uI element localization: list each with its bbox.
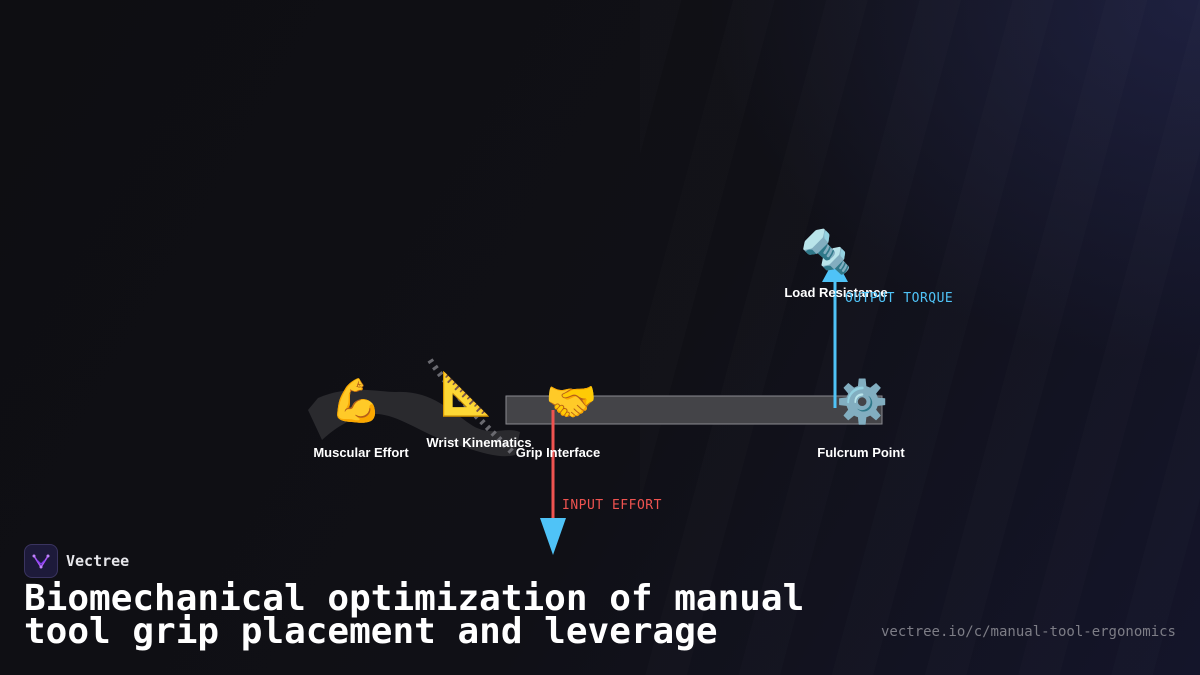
source-url[interactable]: vectree.io/c/manual-tool-ergonomics [880, 624, 1176, 640]
lever-bar [505, 395, 883, 425]
wrist-angle-line [427, 358, 518, 458]
output-torque-arrowhead [822, 258, 848, 282]
brand-name: Vectree [66, 552, 130, 570]
node-label-load-resistance: Load Resistance [784, 285, 887, 300]
nut-and-bolt-icon: 🔩 [800, 227, 852, 276]
node-label-grip-interface: Grip Interface [516, 445, 601, 460]
node-label-muscular-effort: Muscular Effort [313, 445, 409, 460]
vectree-logo-icon [24, 544, 58, 578]
flexed-biceps-icon: 💪 [330, 376, 382, 425]
output-torque-label: OUTPUT TORQUE [845, 291, 953, 306]
background-light-beams [640, 0, 1200, 675]
arm-silhouette [308, 389, 520, 457]
input-effort-label: INPUT EFFORT [562, 498, 662, 513]
brand: Vectree [24, 544, 129, 578]
gear-icon: ⚙️ [836, 377, 888, 426]
node-label-fulcrum-point: Fulcrum Point [817, 445, 905, 460]
node-label-wrist-kinematics: Wrist Kinematics [426, 435, 531, 450]
triangular-ruler-icon: 📐 [440, 369, 492, 418]
input-effort-arrowhead [540, 518, 566, 555]
handshake-icon: 🤝 [545, 377, 597, 426]
page-title: Biomechanical optimization of manual too… [24, 578, 805, 652]
